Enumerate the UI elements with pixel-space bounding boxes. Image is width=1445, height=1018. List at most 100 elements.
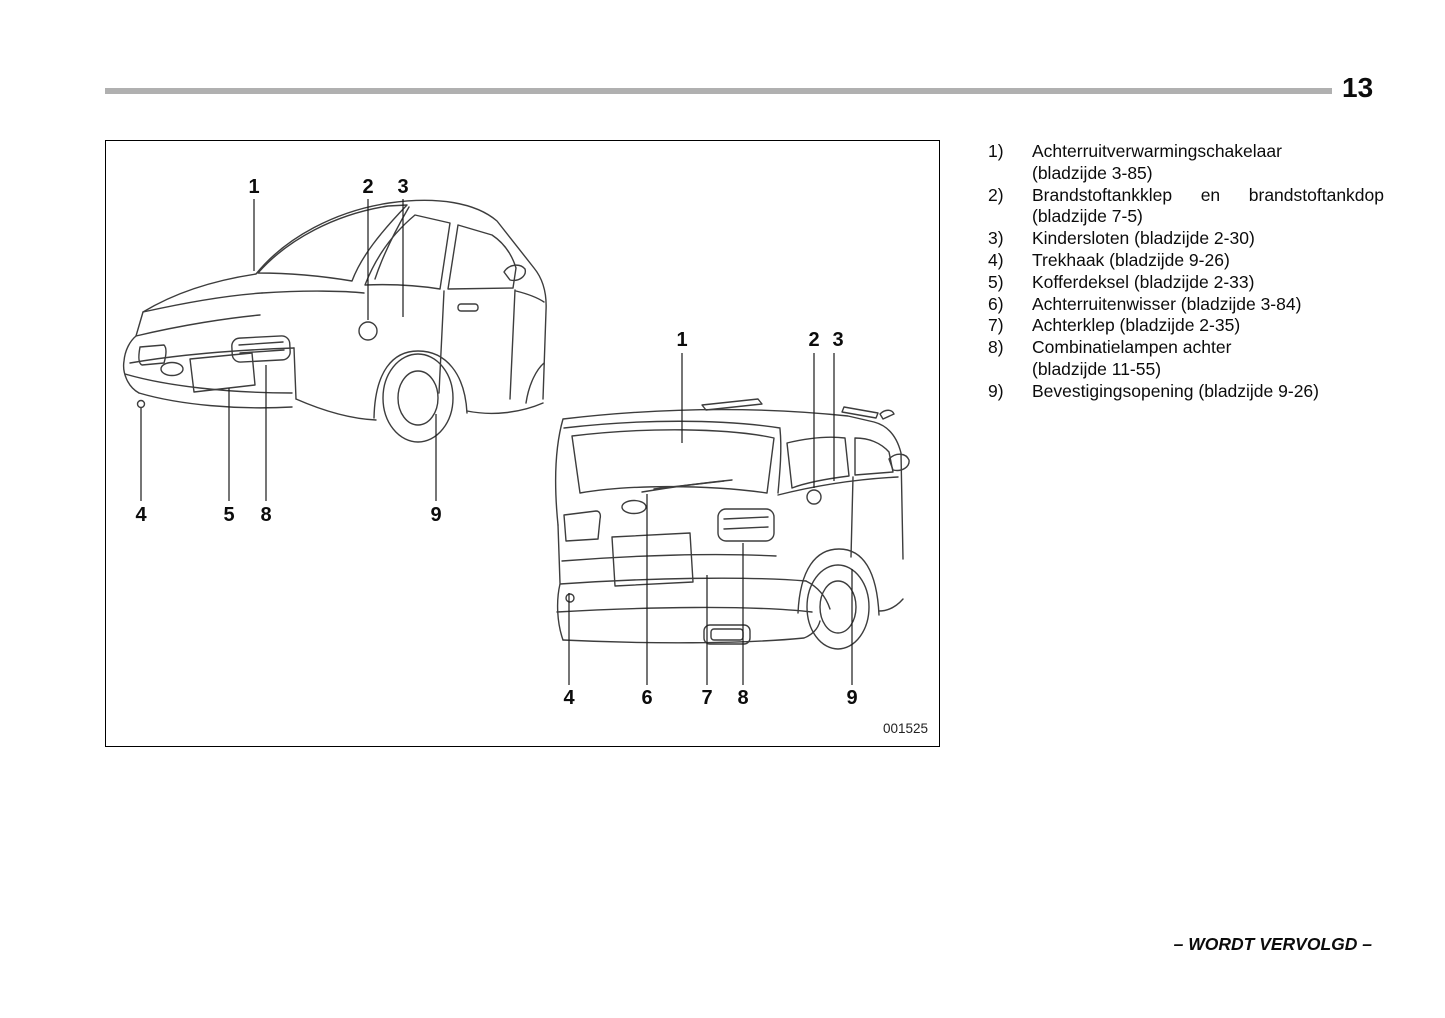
legend-item-number: 4)	[988, 249, 1004, 270]
wagon-drawing	[555, 398, 910, 650]
legend-item-text: Achterruitenwisser (bladzijde 3-84)	[1032, 294, 1384, 316]
sedan-rocker-right	[466, 402, 544, 415]
wagon-logo	[621, 499, 647, 515]
callout-number: 2	[362, 176, 373, 198]
sedan-drawing	[122, 199, 547, 443]
sedan-bumper-bottom	[138, 392, 293, 409]
sedan-front-beltline	[515, 290, 545, 303]
legend-item-number: 1)	[988, 141, 1004, 161]
sedan-door-handle	[457, 303, 479, 312]
wagon-mirror	[888, 453, 910, 472]
legend-item-number: 2)	[988, 184, 1004, 205]
wagon-antenna-fin	[879, 409, 895, 420]
wagon-bumper-mid	[556, 606, 813, 613]
legend-item-line1: Brandstoftankklep en brandstoftankdop	[1032, 184, 1384, 205]
callout-number: 3	[832, 329, 843, 351]
callout-number: 5	[223, 504, 234, 526]
wagon-reflector	[703, 624, 751, 645]
callout-number: 8	[737, 687, 748, 709]
wagon-reflector-inner	[710, 628, 744, 641]
legend-item-text: Brandstoftankklep en brandstoftankdop (b…	[1032, 185, 1384, 229]
sedan-towhook	[136, 399, 146, 409]
sedan-wheel	[382, 353, 454, 443]
legend-item-number: 3)	[988, 228, 1004, 249]
legend-item-number: 8)	[988, 337, 1004, 358]
callout-number: 2	[808, 329, 819, 351]
sedan-fuel-door	[358, 321, 378, 341]
wagon-bumper-top	[559, 577, 807, 585]
wagon-right-taillight	[717, 508, 775, 542]
legend-item-line1: Bevestigingsopening (bladzijde 9-26)	[1032, 380, 1319, 401]
wagon-wiper-blade	[653, 480, 725, 490]
car-diagram-svg: 1 2 3 4 5 8 9	[122, 176, 928, 736]
sedan-trunk-edge	[142, 292, 263, 313]
callout-number: 1	[248, 176, 259, 198]
legend-item-line1: Combinatielampen achter	[1032, 337, 1232, 358]
wagon-wheel-arch	[797, 548, 880, 616]
wagon-door-glass	[854, 437, 894, 476]
wagon-towhook	[565, 593, 575, 603]
legend-item-text: Kindersloten (bladzijde 2-30)	[1032, 228, 1384, 250]
legend-item-text: Achterruitverwarmingschakelaar (bladzijd…	[1032, 141, 1384, 185]
callout-number: 3	[397, 176, 408, 198]
sedan-body-outline	[122, 199, 547, 400]
page-number: 13	[1342, 72, 1374, 103]
legend-item-text: Combinatielampen achter (bladzijde 11-55…	[1032, 337, 1384, 381]
sedan-door-seam-front	[509, 289, 516, 400]
legend-item: 7) Achterklep (bladzijde 2-35)	[988, 315, 1384, 337]
legend-item-number: 6)	[988, 293, 1004, 314]
legend-item-line1: Achterruitverwarmingschakelaar	[1032, 141, 1282, 161]
sedan-rear-window	[257, 204, 408, 282]
wagon-taillight-lines	[723, 516, 769, 530]
callout-number: 9	[430, 504, 441, 526]
callout-number: 4	[563, 687, 575, 709]
wagon-callouts: 1 2 3 4 6 7 8 9	[563, 329, 857, 709]
wagon-quarter-glass	[786, 436, 850, 489]
sedan-wheel-rim	[397, 370, 439, 426]
legend-item-line1: Achterruitenwisser (bladzijde 3-84)	[1032, 293, 1302, 314]
header-rule	[105, 88, 1332, 94]
sedan-rocker-left	[295, 398, 377, 421]
wagon-rear-window	[571, 429, 775, 494]
wagon-license-recess	[611, 532, 694, 587]
wagon-wheel	[806, 564, 870, 650]
sedan-callouts: 1 2 3 4 5 8 9	[135, 176, 441, 526]
wagon-left-taillight	[563, 510, 602, 542]
sedan-license-recess	[189, 352, 256, 393]
legend-item: 1) Achterruitverwarmingschakelaar (bladz…	[988, 141, 1384, 185]
sedan-mirror	[503, 264, 526, 282]
wagon-roof-rail-front	[841, 406, 879, 419]
legend-item-line1: Kofferdeksel (bladzijde 2-33)	[1032, 271, 1255, 292]
wagon-roof-rail-rear	[701, 398, 763, 411]
legend-item-number: 9)	[988, 380, 1004, 401]
sedan-beltline	[261, 290, 365, 294]
legend-list: 1) Achterruitverwarmingschakelaar (bladz…	[988, 141, 1384, 403]
wagon-bumper-left-edge	[556, 583, 564, 641]
wagon-wheel-rim	[819, 580, 857, 634]
legend-item: 9) Bevestigingsopening (bladzijde 9-26)	[988, 381, 1384, 403]
callout-number: 6	[641, 687, 652, 709]
wagon-rocker	[878, 598, 904, 612]
wagon-bumper-bottom	[562, 620, 821, 644]
legend-item-line2: (bladzijde 11-55)	[1032, 358, 1162, 379]
wagon-fuel-door	[806, 489, 822, 505]
legend-item: 5) Kofferdeksel (bladzijde 2-33)	[988, 272, 1384, 294]
wagon-tailgate-crease	[561, 553, 777, 562]
wagon-beltline	[777, 476, 899, 496]
car-figure: 1 2 3 4 5 8 9	[105, 140, 940, 747]
callout-number: 4	[135, 504, 147, 526]
legend-item: 4) Trekhaak (bladzijde 9-26)	[988, 250, 1384, 272]
sedan-rear-door-glass	[364, 214, 451, 290]
sedan-far-taillight	[138, 344, 167, 366]
continuation-note: – WORDT VERVOLGD –	[1173, 934, 1372, 954]
sedan-front-arch	[525, 362, 545, 404]
callout-number: 9	[846, 687, 857, 709]
wagon-spoiler-edge	[563, 420, 781, 429]
sedan-bumper-crease	[129, 347, 295, 364]
legend-item-line2: (bladzijde 7-5)	[1032, 206, 1143, 227]
wagon-left-edge	[557, 524, 561, 584]
sedan-front-door-glass	[447, 224, 517, 290]
legend-item-text: Trekhaak (bladzijde 9-26)	[1032, 250, 1384, 272]
legend-item-line2: (bladzijde 3-85)	[1032, 162, 1153, 183]
legend-item-text: Achterklep (bladzijde 2-35)	[1032, 315, 1384, 337]
